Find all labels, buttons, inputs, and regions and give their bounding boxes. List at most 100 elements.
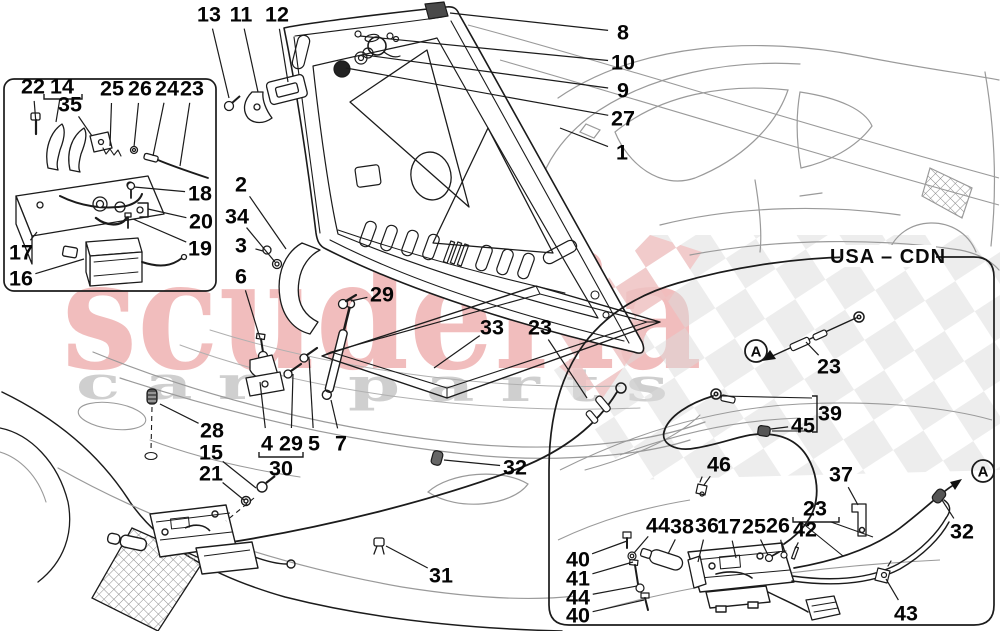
callout-5-leader (308, 356, 314, 429)
callout-36-label: 36 (695, 514, 719, 538)
bump-stop-dome (333, 60, 351, 78)
grouping-brackets (43, 94, 874, 557)
cable-to-connector (767, 591, 809, 613)
hood-hole-rect (354, 164, 382, 188)
callout-45-label: 45 (791, 414, 815, 438)
callout-13-label: 13 (197, 3, 221, 27)
callout-43-leader (885, 578, 899, 601)
callout-13-leader (211, 28, 230, 99)
callout-10-leader (359, 35, 609, 62)
front-latch-assembly (106, 475, 276, 575)
callout-25-label: 25 (742, 515, 766, 539)
bolt-18 (126, 181, 136, 199)
bracket-23-42 (792, 517, 840, 523)
callout-4-label: 4 (261, 432, 273, 456)
bolt-29-top (337, 293, 358, 310)
bolt-5 (299, 346, 319, 363)
hood-inner-frame (312, 37, 599, 319)
hood-rim-slot-right (542, 239, 578, 265)
view-marker-a-right: A (971, 459, 995, 483)
catch-plate-35 (89, 131, 113, 153)
callout-20-label: 20 (189, 210, 213, 234)
callout-22-leader (33, 100, 37, 125)
cable-view-a (762, 311, 865, 361)
callout-29-leader (290, 373, 294, 429)
callout-25-leader (759, 539, 769, 556)
callout-17-label: 17 (717, 515, 741, 539)
callout-39-label: 39 (818, 402, 842, 426)
callout-9-leader (364, 54, 609, 89)
fastener-stack (622, 531, 650, 611)
callout-23-leader (547, 339, 588, 399)
gasket-frame (321, 285, 661, 399)
callout-32-leader (941, 499, 955, 519)
callout-33-leader (433, 335, 481, 369)
nut-26 (129, 145, 139, 155)
screw-19 (124, 212, 132, 229)
callout-42-leader (794, 542, 799, 550)
bracket-30 (258, 452, 304, 458)
cable-grommet-32 (430, 450, 444, 466)
cable-clip-31 (373, 537, 385, 555)
callout-46-label: 46 (707, 453, 731, 477)
callout-14-leader (55, 100, 61, 123)
spring-25 (102, 147, 122, 157)
callout-36-leader (697, 539, 705, 563)
hinge-arm (46, 123, 65, 171)
callout-18-leader (133, 186, 186, 193)
callout-2-leader (249, 195, 287, 250)
view-marker-a-left-label: A (751, 344, 762, 361)
callout-25-leader (109, 102, 113, 147)
callout-1-label: 1 (616, 141, 628, 165)
callout-14-label: 14 (50, 75, 74, 99)
callout-7-label: 7 (335, 432, 347, 456)
callout-20-leader (147, 208, 187, 219)
callout-6-leader (244, 290, 261, 339)
callout-23-label: 23 (803, 497, 827, 521)
callout-17-leader (731, 540, 737, 559)
callout-16-label: 16 (9, 267, 33, 291)
hood-vent-slots (359, 220, 535, 280)
small-fasteners-right (764, 546, 800, 563)
nut-3 (262, 245, 272, 255)
inset-region-label: USA – CDN (830, 246, 946, 268)
callout-7-leader (330, 399, 339, 429)
callout-27-label: 27 (611, 107, 635, 131)
callout-15-label: 15 (199, 441, 223, 465)
callout-3-leader (255, 248, 264, 252)
callout-23-leader (805, 341, 820, 356)
callout-40-leader (591, 540, 628, 555)
view-marker-a-right-label: A (978, 464, 989, 481)
callout-35-label: 35 (58, 93, 82, 117)
bolt-29b (283, 362, 303, 379)
callout-32-label: 32 (950, 520, 974, 544)
callout-42-label: 42 (793, 518, 817, 542)
callout-30-label: 30 (269, 457, 293, 481)
callout-32-leader (443, 459, 501, 467)
callout-15-leader (222, 460, 257, 489)
cable-end-24 (143, 152, 159, 163)
callout-23-label: 23 (817, 355, 841, 379)
left-inset-box (3, 78, 217, 292)
hood-hole-triangle-right (432, 127, 554, 254)
washer (354, 51, 368, 65)
callout-8-label: 8 (617, 21, 629, 45)
hood-rim-slot-left (291, 34, 311, 70)
callout-44-leader (633, 535, 649, 554)
callout-8-leader (449, 12, 609, 31)
callout-46-leader (703, 475, 711, 486)
callout-44-leader (592, 585, 638, 595)
callout-44-label: 44 (566, 586, 590, 610)
callout-23-label: 23 (528, 316, 552, 340)
callout-19-leader (132, 218, 187, 243)
washer (362, 47, 374, 59)
relay-box-16 (61, 237, 188, 287)
callout-18-label: 18 (188, 182, 212, 206)
callout-28-label: 28 (200, 419, 224, 443)
cable-23-left (157, 159, 209, 179)
callout-29-label: 29 (370, 283, 394, 307)
bushing-20 (114, 201, 149, 218)
callout-12-leader (278, 28, 289, 83)
